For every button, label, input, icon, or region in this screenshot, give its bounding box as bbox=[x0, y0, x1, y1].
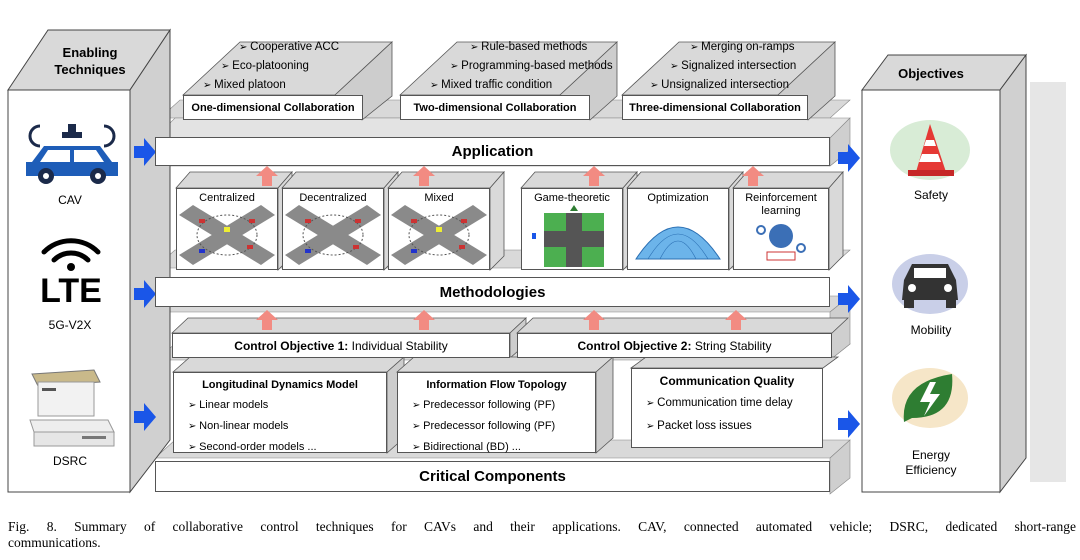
control-objective-1-heading: Control Objective 1: bbox=[234, 338, 349, 353]
caption-line-2: communications. bbox=[8, 535, 101, 550]
app-item: Rule-based methods bbox=[470, 38, 587, 57]
car-icon bbox=[892, 254, 968, 314]
surface-plot-icon bbox=[635, 226, 721, 260]
blue-arrow-icon bbox=[838, 285, 860, 313]
control-objective-1: Control Objective 1: Individual Stabilit… bbox=[172, 333, 510, 358]
component-item: Predecessor following (PF) bbox=[412, 395, 595, 416]
component-item: Predecessor following (PF) bbox=[412, 416, 595, 437]
mobility-label: Mobility bbox=[910, 323, 952, 337]
app-item: Signalized intersection bbox=[670, 57, 796, 76]
component-item: Packet loss issues bbox=[646, 415, 822, 438]
ai-head-icon bbox=[756, 224, 806, 261]
traffic-cone-icon bbox=[890, 120, 970, 180]
blue-arrow-icon bbox=[838, 410, 860, 438]
game-theoretic-label: Game-theoretic bbox=[534, 192, 610, 204]
optimization-label: Optimization bbox=[647, 192, 709, 204]
leaf-energy-icon bbox=[892, 368, 968, 428]
component-item: Bidirectional (BD) ... bbox=[412, 437, 595, 458]
control-objective-1-text: Individual Stability bbox=[348, 338, 448, 353]
one-dimensional-label: One-dimensional Collaboration bbox=[191, 101, 355, 114]
energy-efficiency-label: Energy Efficiency bbox=[905, 448, 957, 477]
game-theoretic-cube: Game-theoretic bbox=[521, 188, 623, 270]
two-dimensional-label: Two-dimensional Collaboration bbox=[413, 101, 577, 114]
cav-label: CAV bbox=[58, 193, 82, 207]
caption-line-1: Fig. 8. Summary of collaborative control… bbox=[8, 519, 1076, 534]
information-flow-topology-box: Information Flow Topology Predecessor fo… bbox=[397, 372, 596, 453]
blue-arrow-icon bbox=[134, 280, 156, 308]
5g-v2x-label: 5G-V2X bbox=[48, 318, 92, 332]
blue-arrow-icon bbox=[134, 403, 156, 431]
traffic-grid-icon bbox=[532, 205, 604, 267]
component-item: Second-order models ... bbox=[188, 437, 386, 458]
dsrc-label: DSRC bbox=[52, 454, 87, 468]
centralized-cube: Centralized bbox=[176, 188, 278, 270]
one-dimensional-label-box: One-dimensional Collaboration bbox=[183, 95, 363, 120]
methodologies-bar: Methodologies bbox=[155, 277, 830, 307]
app-item: Mixed traffic condition bbox=[430, 76, 552, 95]
decentralized-cube: Decentralized bbox=[282, 188, 384, 270]
longitudinal-dynamics-title: Longitudinal Dynamics Model bbox=[202, 379, 358, 391]
safety-label: Safety bbox=[913, 188, 949, 202]
blue-arrow-icon bbox=[838, 144, 860, 172]
lte-logo: LTE bbox=[40, 272, 102, 310]
enabling-techniques-title: Enabling Techniques bbox=[54, 45, 126, 77]
reinforcement-learning-cube: Reinforcement learning bbox=[733, 188, 829, 270]
two-dimensional-collaboration-box: Rule-based methods Programming-based met… bbox=[400, 41, 613, 120]
control-objective-2-text: String Stability bbox=[691, 338, 772, 353]
mixed-label: Mixed bbox=[424, 192, 454, 204]
three-dimensional-collaboration-box: Merging on-ramps Signalized intersection… bbox=[622, 41, 796, 120]
longitudinal-dynamics-box: Longitudinal Dynamics Model Linear model… bbox=[173, 372, 387, 453]
mixed-cube: Mixed bbox=[388, 188, 490, 270]
intersection-icon bbox=[391, 205, 487, 265]
figure-caption: Fig. 8. Summary of collaborative control… bbox=[8, 519, 1076, 551]
component-item: Non-linear models bbox=[188, 416, 386, 437]
optimization-cube: Optimization bbox=[627, 188, 729, 270]
centralized-label: Centralized bbox=[199, 192, 255, 204]
wifi-signal-icon bbox=[41, 238, 101, 271]
one-dimensional-collaboration-box: Cooperative ACC Eco-platooning Mixed pla… bbox=[183, 41, 339, 120]
communication-quality-box: Communication Quality Communication time… bbox=[631, 368, 823, 448]
objectives-title: Objectives bbox=[898, 66, 964, 81]
three-dimensional-label-box: Three-dimensional Collaboration bbox=[622, 95, 808, 120]
intersection-icon bbox=[285, 205, 381, 265]
two-dimensional-label-box: Two-dimensional Collaboration bbox=[400, 95, 590, 120]
reinforcement-learning-label: Reinforcement learning bbox=[745, 192, 817, 217]
decentralized-label: Decentralized bbox=[299, 192, 367, 204]
cav-car-icon bbox=[26, 124, 118, 184]
control-objective-2-heading: Control Objective 2: bbox=[577, 338, 692, 353]
app-item: Cooperative ACC bbox=[239, 38, 339, 57]
component-item: Communication time delay bbox=[646, 392, 822, 415]
app-item: Mixed platoon bbox=[203, 76, 286, 95]
component-item: Linear models bbox=[188, 395, 386, 416]
three-dimensional-label: Three-dimensional Collaboration bbox=[629, 101, 801, 114]
critical-components-bar: Critical Components bbox=[155, 461, 830, 492]
blue-arrow-icon bbox=[134, 138, 156, 166]
communication-quality-title: Communication Quality bbox=[659, 374, 795, 388]
intersection-icon bbox=[179, 205, 275, 265]
dsrc-device-icon bbox=[29, 369, 115, 447]
app-item: Eco-platooning bbox=[221, 57, 309, 76]
app-item: Programming-based methods bbox=[450, 57, 613, 76]
app-item: Merging on-ramps bbox=[690, 38, 794, 57]
control-objective-2: Control Objective 2: String Stability bbox=[517, 333, 832, 358]
application-bar: Application bbox=[155, 137, 830, 166]
app-item: Unsignalized intersection bbox=[650, 76, 789, 95]
information-flow-topology-title: Information Flow Topology bbox=[426, 379, 567, 391]
